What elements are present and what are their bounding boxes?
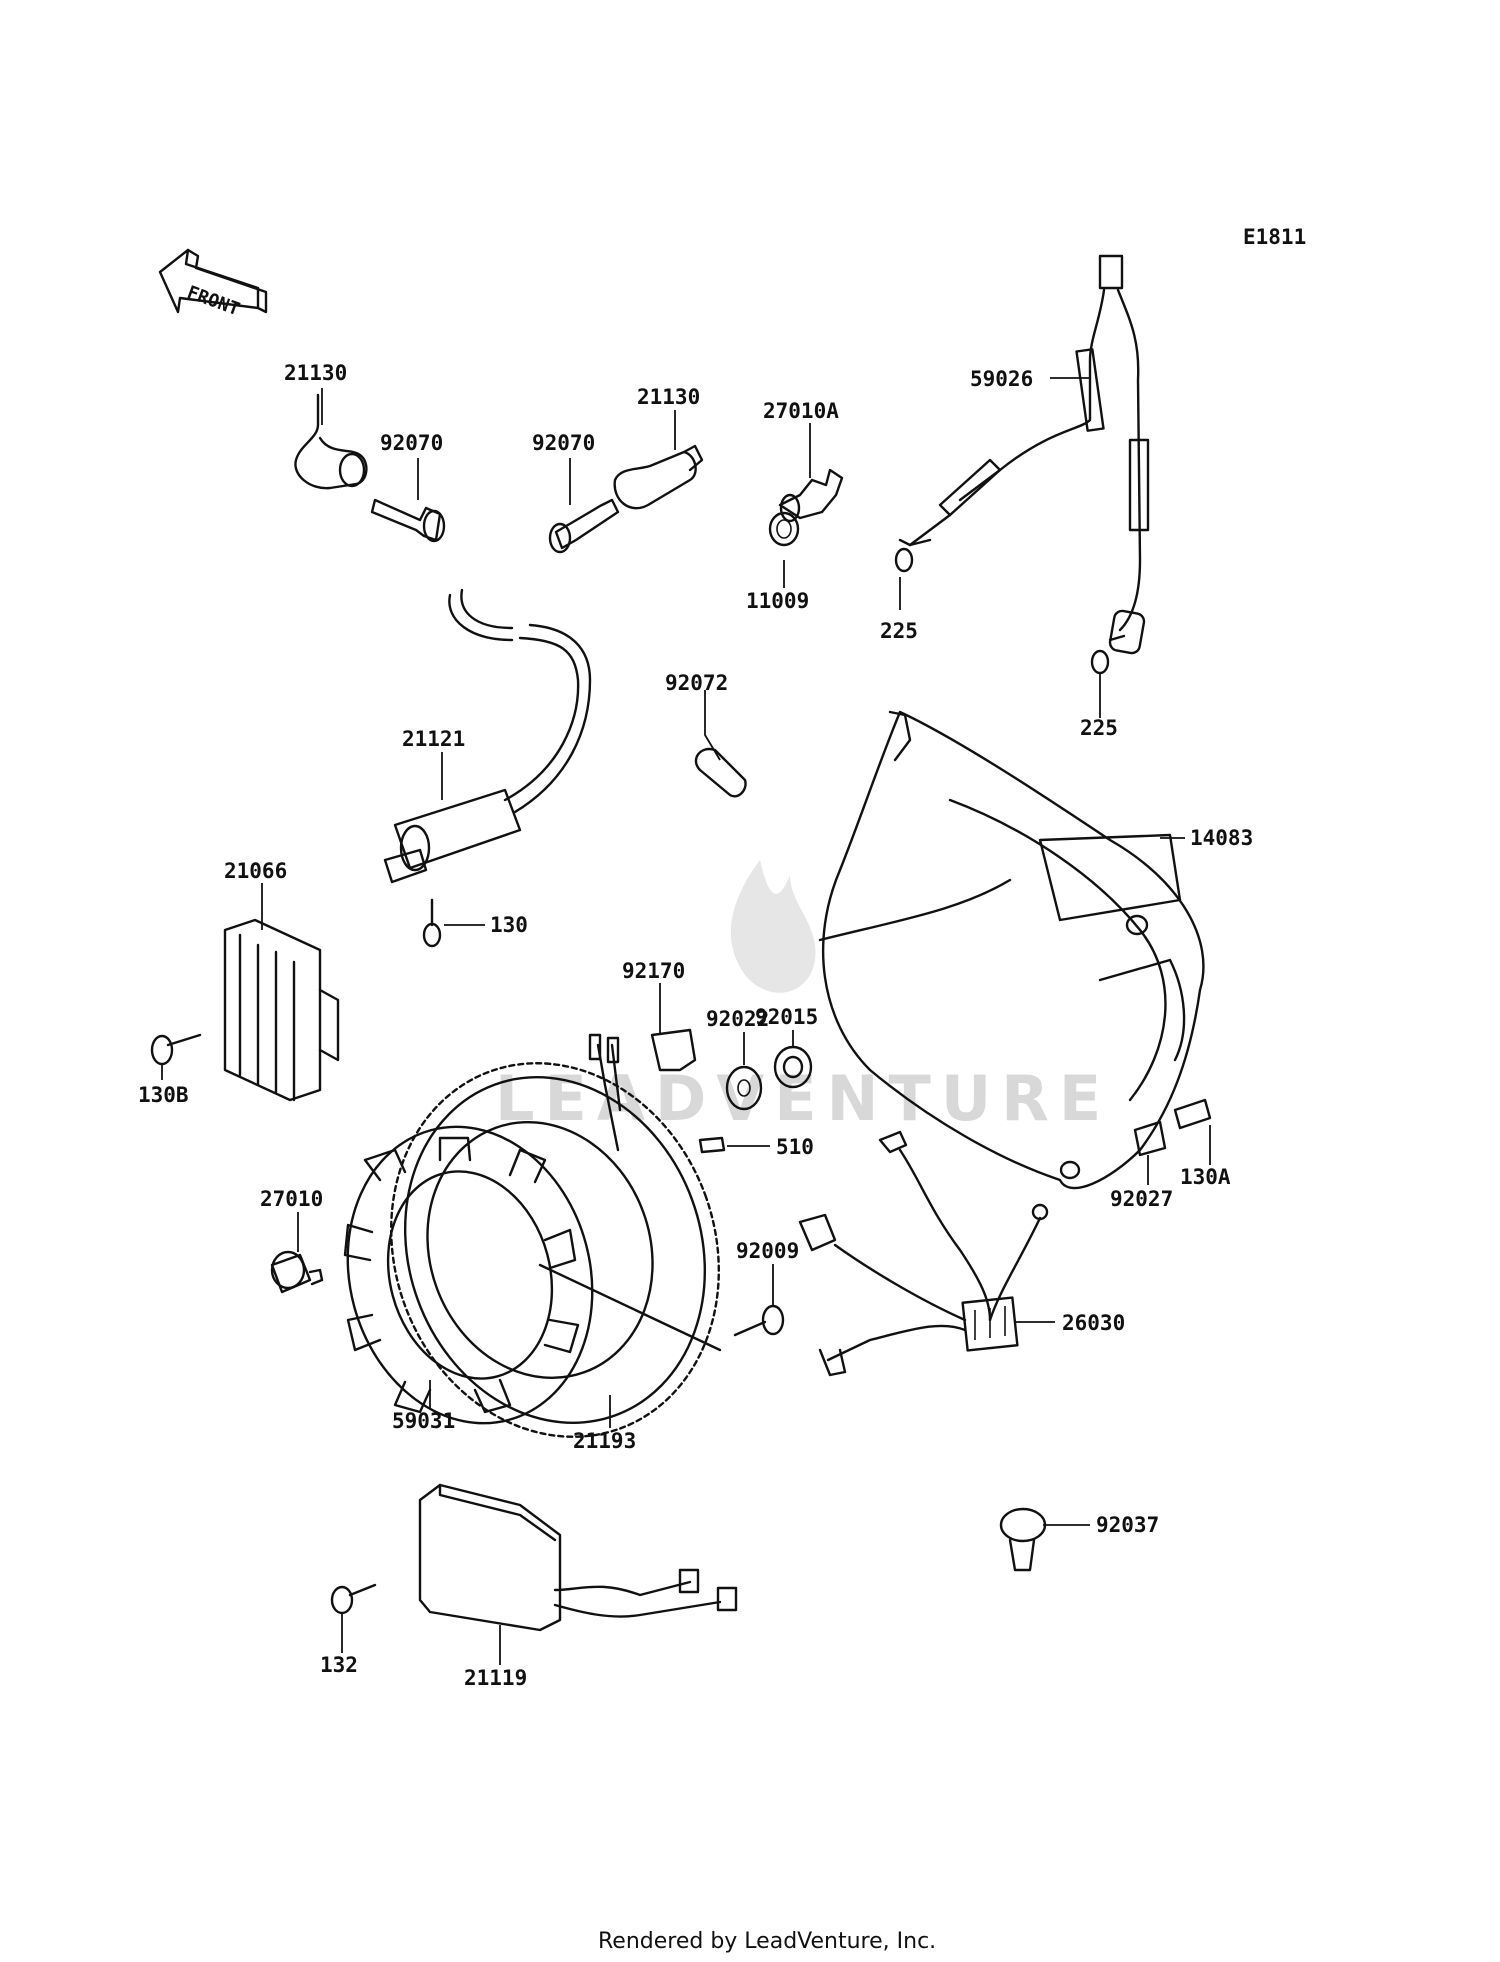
callout-26030: 26030 xyxy=(1062,1311,1125,1335)
callout-92072: 92072 xyxy=(665,671,728,695)
wire-holder xyxy=(650,1028,697,1072)
stator xyxy=(343,1125,722,1425)
callout-130A: 130A xyxy=(1180,1165,1231,1189)
callout-225-top: 225 xyxy=(880,619,918,643)
collar-92027 xyxy=(1133,1120,1167,1157)
front-label: FRONT xyxy=(184,282,242,320)
washer-92022 xyxy=(725,1065,763,1111)
wire-harness-top xyxy=(898,254,1150,655)
callout-21121: 21121 xyxy=(402,727,465,751)
ignition-coil xyxy=(383,588,592,884)
clamp-92037 xyxy=(999,1507,1047,1572)
clamp-92072 xyxy=(694,747,747,798)
callout-21119: 21119 xyxy=(464,1666,527,1690)
diagram-code: E1811 xyxy=(1243,225,1306,249)
bolt-130B xyxy=(150,1033,202,1066)
spark-plug-cap-right xyxy=(613,444,704,510)
bolt-130 xyxy=(422,898,442,948)
spark-plug-right xyxy=(548,498,620,554)
callout-21130-left: 21130 xyxy=(284,361,347,385)
callout-21130-right: 21130 xyxy=(637,385,700,409)
generator-cover xyxy=(818,710,1205,1190)
callout-92037: 92037 xyxy=(1096,1513,1159,1537)
callout-92027: 92027 xyxy=(1110,1187,1173,1211)
callout-92070-right: 92070 xyxy=(532,431,595,455)
regulator-rectifier xyxy=(223,918,340,1102)
watermark: LEADVENTURE xyxy=(495,860,1111,1135)
bolt-132 xyxy=(330,1583,377,1615)
callout-92170: 92170 xyxy=(622,959,685,983)
callout-92022: 92022 xyxy=(706,1007,769,1031)
callout-59026: 59026 xyxy=(970,367,1033,391)
callout-14083: 14083 xyxy=(1190,826,1253,850)
flywheel xyxy=(390,1033,720,1438)
callout-59031: 59031 xyxy=(392,1409,455,1433)
footer-credit: Rendered by LeadVenture, Inc. xyxy=(598,1929,936,1954)
callout-92009: 92009 xyxy=(736,1239,799,1263)
callout-27010: 27010 xyxy=(260,1187,323,1211)
callout-21066: 21066 xyxy=(224,859,287,883)
bolt-92009 xyxy=(733,1304,785,1337)
watermark-text: LEADVENTURE xyxy=(495,1062,1111,1135)
oil-switch xyxy=(778,468,844,523)
callout-27010A: 27010A xyxy=(763,399,839,423)
sub-harness xyxy=(798,1130,1049,1377)
leader-lines xyxy=(161,377,1211,1665)
callout-11009: 11009 xyxy=(746,589,809,613)
callout-130B: 130B xyxy=(138,1083,189,1107)
callout-510: 510 xyxy=(776,1135,814,1159)
callout-92070-left: 92070 xyxy=(380,431,443,455)
screw-225-top xyxy=(894,538,932,573)
callout-21193: 21193 xyxy=(573,1429,636,1453)
callouts: 21130 92070 92070 21130 27010A 11009 590… xyxy=(138,361,1253,1690)
bolt-130A xyxy=(1173,1098,1212,1130)
washer-ring xyxy=(768,511,800,547)
callout-132: 132 xyxy=(320,1653,358,1677)
callout-92015: 92015 xyxy=(755,1005,818,1029)
key-510 xyxy=(698,1136,726,1154)
front-arrow-icon: FRONT xyxy=(158,248,268,320)
neutral-switch xyxy=(270,1250,324,1294)
spark-plug-cap-left xyxy=(294,393,368,490)
cdi-unit xyxy=(418,1483,738,1632)
callout-225-bottom: 225 xyxy=(1080,716,1118,740)
screw-225-bottom xyxy=(1090,634,1126,675)
spark-plug-left xyxy=(370,498,446,543)
callout-130: 130 xyxy=(490,913,528,937)
